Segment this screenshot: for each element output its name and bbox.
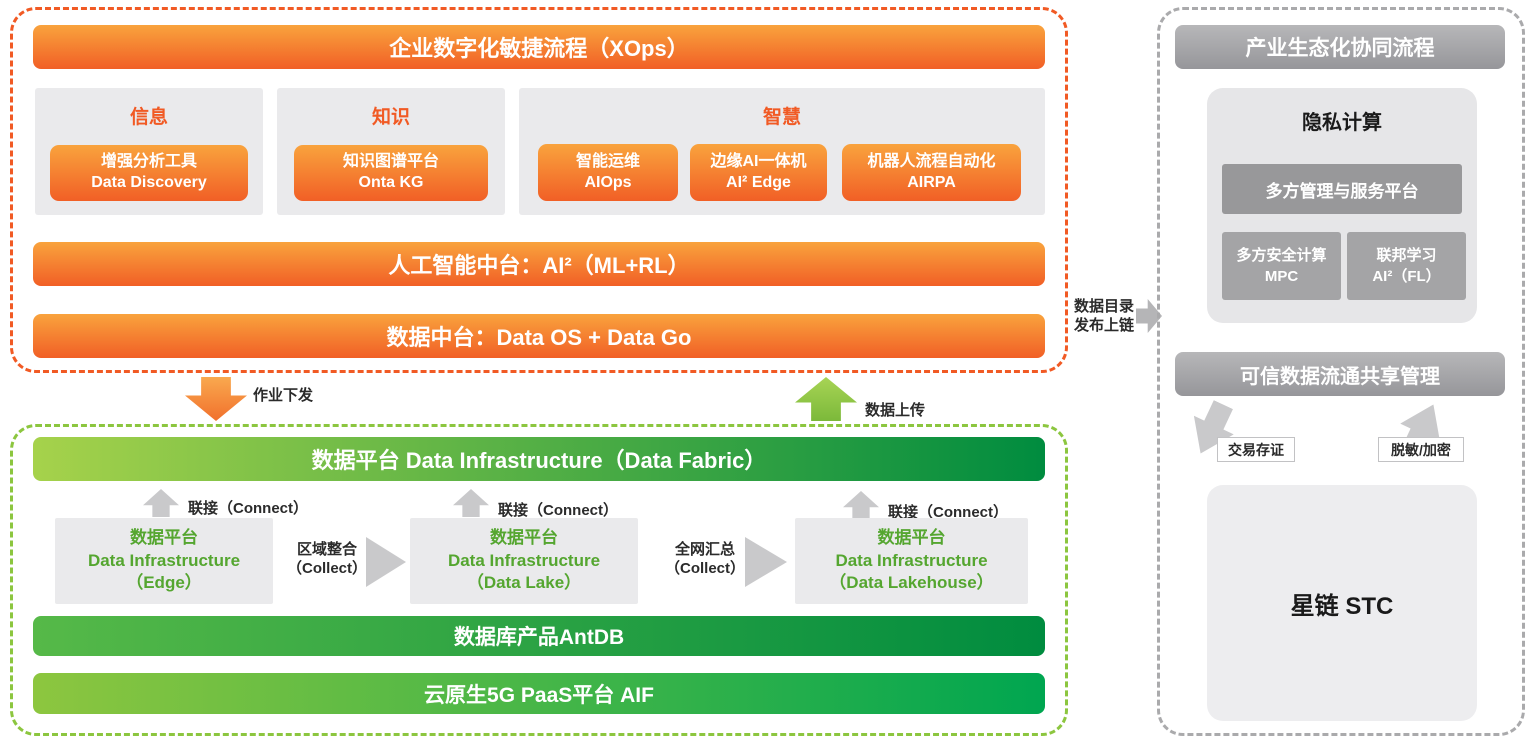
info-group: 信息 增强分析工具 Data Discovery xyxy=(35,88,263,215)
dispatch-down-arrow xyxy=(185,377,247,421)
aiops-line1: 智能运维 xyxy=(575,152,640,170)
ai-edge-box: 边缘AI一体机 AI² Edge xyxy=(690,144,827,201)
xops-title: 企业数字化敏捷流程（XOps） xyxy=(389,36,689,61)
ecosystem-panel xyxy=(1157,7,1525,736)
data-discovery-box: 增强分析工具 Data Discovery xyxy=(50,145,248,201)
infra-node-lakehouse: 数据平台 Data Infrastructure （Data Lakehouse… xyxy=(795,518,1028,604)
onta-kg-line1: 知识图谱平台 xyxy=(342,153,439,171)
onta-kg-box: 知识图谱平台 Onta KG xyxy=(294,145,488,201)
data-middle-platform-label: 数据中台：Data OS + Data Go xyxy=(386,325,692,350)
deposit-tag: 交易存证 xyxy=(1217,437,1295,462)
ai-edge-line1: 边缘AI一体机 xyxy=(710,152,807,170)
mask-tag: 脱敏/加密 xyxy=(1378,437,1464,462)
multiparty-platform-label: 多方管理与服务平台 xyxy=(1265,181,1419,201)
trusted-data-label: 可信数据流通共享管理 xyxy=(1240,365,1440,388)
trusted-data-banner: 可信数据流通共享管理 xyxy=(1175,352,1505,396)
ai-middle-platform-label: 人工智能中台：AI²（ML+RL） xyxy=(388,253,690,278)
stc-label: 星链 STC xyxy=(1290,592,1394,620)
infra-node-edge-line2: Data Infrastructure xyxy=(87,550,241,570)
knowledge-group-title: 知识 xyxy=(371,107,410,128)
data-discovery-line1: 增强分析工具 xyxy=(100,153,197,171)
wisdom-group: 智慧 智能运维 AIOps 边缘AI一体机 AI² Edge 机器人流程自动化 … xyxy=(519,88,1045,215)
multiparty-platform-banner: 多方管理与服务平台 xyxy=(1222,164,1462,214)
ai-edge-line2: AI² Edge xyxy=(726,173,791,191)
privacy-computing-title: 隐私计算 xyxy=(1302,112,1382,134)
collect-label-2-line1: 全网汇总 xyxy=(674,541,735,558)
ecosystem-title-banner: 产业生态化协同流程 xyxy=(1175,25,1505,69)
mpc-line2: MPC xyxy=(1264,268,1299,285)
chain-publish-label: 数据目录 发布上链 xyxy=(1073,297,1135,335)
aiops-line2: AIOps xyxy=(584,173,632,191)
dispatch-label: 作业下发 xyxy=(253,387,314,404)
connect-label-2: 联接（Connect） xyxy=(498,502,619,519)
info-group-title: 信息 xyxy=(129,107,168,128)
ecosystem-title: 产业生态化协同流程 xyxy=(1245,37,1435,60)
airpa-line1: 机器人流程自动化 xyxy=(867,152,996,170)
antdb-label: 数据库产品AntDB xyxy=(453,626,625,649)
collect-label-1-line1: 区域整合 xyxy=(296,541,357,558)
data-discovery-line2: Data Discovery xyxy=(91,174,207,191)
privacy-computing-box: 隐私计算 多方管理与服务平台 多方安全计算 MPC 联邦学习 AI²（FL） xyxy=(1207,88,1477,323)
paas-label: 云原生5G PaaS平台 AIF xyxy=(424,683,654,707)
antdb-banner: 数据库产品AntDB xyxy=(33,616,1045,656)
federated-learning-line2: AI²（FL） xyxy=(1372,268,1441,285)
paas-banner: 云原生5G PaaS平台 AIF xyxy=(33,673,1045,714)
mpc-box: 多方安全计算 MPC xyxy=(1222,232,1341,300)
chain-publish-line2: 发布上链 xyxy=(1073,317,1134,334)
infra-node-datalake: 数据平台 Data Infrastructure （Data Lake） xyxy=(410,518,638,604)
collect-label-2: 全网汇总 （Collect） xyxy=(660,540,750,578)
wisdom-group-title: 智慧 xyxy=(762,107,801,128)
infra-node-lakehouse-line2: Data Infrastructure xyxy=(835,550,988,570)
infra-panel xyxy=(10,424,1068,736)
collect-label-1: 区域整合 （Collect） xyxy=(285,540,369,578)
infra-node-edge-line3: （Edge） xyxy=(126,573,202,593)
airpa-box: 机器人流程自动化 AIRPA xyxy=(842,144,1021,201)
upload-up-arrow xyxy=(795,377,857,421)
connect-label-1: 联接（Connect） xyxy=(188,500,309,517)
collect-label-2-line2: （Collect） xyxy=(664,560,745,577)
stc-box: 星链 STC xyxy=(1207,485,1477,721)
federated-learning-line1: 联邦学习 xyxy=(1376,247,1437,264)
infra-node-lakehouse-line1: 数据平台 xyxy=(877,527,946,547)
xops-panel xyxy=(10,7,1068,373)
data-middle-platform-banner: 数据中台：Data OS + Data Go xyxy=(33,314,1045,358)
deposit-label: 交易存证 xyxy=(1228,441,1284,458)
connect-label-3: 联接（Connect） xyxy=(888,504,1009,521)
infra-node-edge: 数据平台 Data Infrastructure （Edge） xyxy=(55,518,273,604)
chain-publish-line1: 数据目录 xyxy=(1073,298,1134,315)
knowledge-group: 知识 知识图谱平台 Onta KG xyxy=(277,88,505,215)
federated-learning-box: 联邦学习 AI²（FL） xyxy=(1347,232,1466,300)
mpc-line1: 多方安全计算 xyxy=(1236,247,1327,264)
ai-middle-platform-banner: 人工智能中台：AI²（ML+RL） xyxy=(33,242,1045,286)
infra-node-edge-line1: 数据平台 xyxy=(130,527,198,547)
airpa-line2: AIRPA xyxy=(907,173,956,191)
mask-label: 脱敏/加密 xyxy=(1391,441,1451,458)
data-fabric-banner: 数据平台 Data Infrastructure（Data Fabric） xyxy=(33,437,1045,481)
infra-node-lakehouse-line3: （Data Lakehouse） xyxy=(829,573,994,593)
xops-title-banner: 企业数字化敏捷流程（XOps） xyxy=(33,25,1045,69)
infra-node-datalake-line1: 数据平台 xyxy=(490,527,558,547)
collect-label-1-line2: （Collect） xyxy=(286,560,367,577)
data-fabric-label: 数据平台 Data Infrastructure（Data Fabric） xyxy=(311,448,767,473)
upload-label: 数据上传 xyxy=(865,402,926,419)
infra-node-datalake-line3: （Data Lake） xyxy=(466,573,582,593)
onta-kg-line2: Onta KG xyxy=(358,174,424,191)
aiops-box: 智能运维 AIOps xyxy=(538,144,678,201)
infra-node-datalake-line2: Data Infrastructure xyxy=(447,550,601,570)
